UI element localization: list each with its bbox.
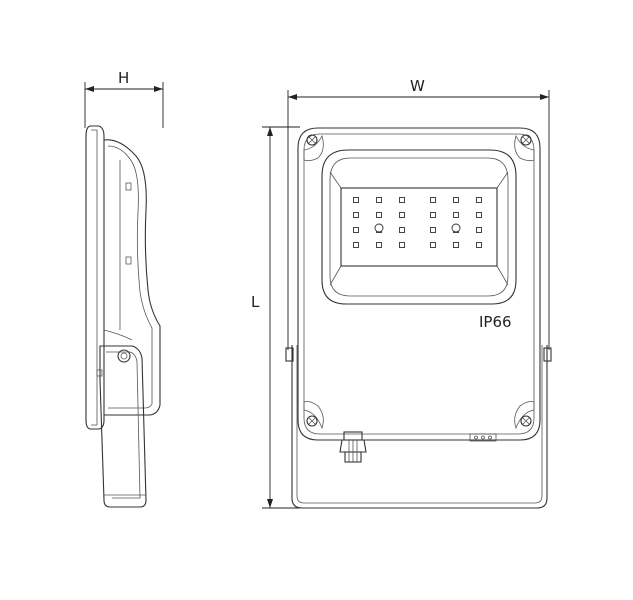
led-chip-icon <box>353 242 359 248</box>
led-chip-icon <box>476 242 482 248</box>
cable-gland-icon <box>339 431 367 463</box>
led-chip-icon <box>353 212 359 218</box>
led-chip-icon <box>399 242 405 248</box>
led-chip-icon <box>353 227 359 233</box>
led-chip-icon <box>376 212 382 218</box>
led-chip-icon <box>376 197 382 203</box>
led-chip-icon <box>399 212 405 218</box>
screw-icon <box>303 401 324 430</box>
led-chip-icon <box>453 242 459 248</box>
length-label: L <box>251 293 260 311</box>
led-chip-icon <box>453 197 459 203</box>
sensor-lens-icon <box>374 223 384 233</box>
screw-icon <box>303 134 324 162</box>
led-chip-icon <box>430 242 436 248</box>
led-chip-icon <box>476 227 482 233</box>
height-dimension: H <box>84 69 164 128</box>
width-label: W <box>410 77 425 95</box>
led-chip-icon <box>476 197 482 203</box>
led-array <box>353 197 482 248</box>
height-label: H <box>118 69 129 87</box>
screw-icon <box>514 134 535 162</box>
led-chip-icon <box>376 242 382 248</box>
length-dimension: L <box>251 126 300 509</box>
led-chip-icon <box>430 197 436 203</box>
width-dimension: W <box>287 77 550 350</box>
led-chip-icon <box>399 197 405 203</box>
front-view: IP66 <box>285 127 552 509</box>
led-chip-icon <box>476 212 482 218</box>
screw-icon <box>514 401 535 430</box>
led-chip-icon <box>430 212 436 218</box>
side-view <box>85 125 161 508</box>
led-chip-icon <box>430 227 436 233</box>
sensor-lens-icon <box>451 223 461 233</box>
ip-rating-label: IP66 <box>479 313 512 331</box>
led-chip-icon <box>453 212 459 218</box>
led-chip-icon <box>399 227 405 233</box>
led-chip-icon <box>353 197 359 203</box>
